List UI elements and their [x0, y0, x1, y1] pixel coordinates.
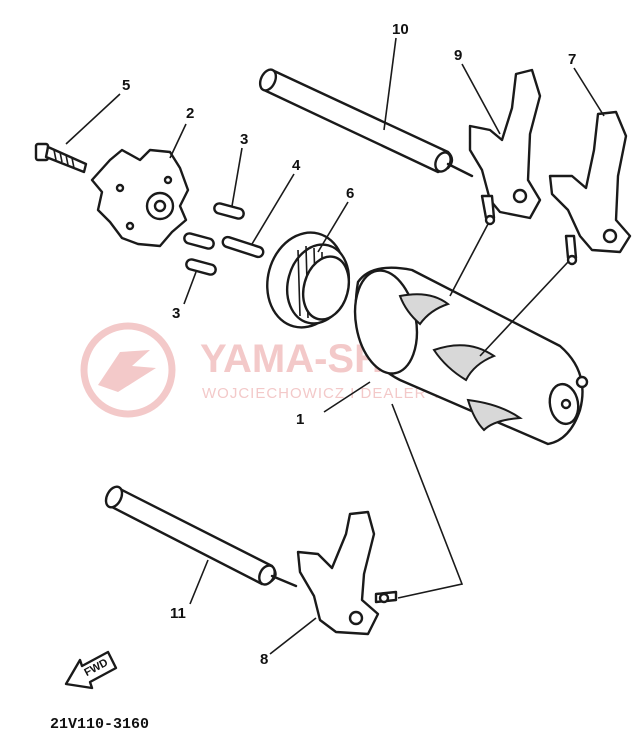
callout-6: 6: [346, 185, 354, 202]
callout-5: 5: [122, 77, 130, 94]
callout-3-upper: 3: [240, 131, 248, 148]
callout-4: 4: [292, 157, 301, 174]
needle-bearing: [266, 231, 351, 329]
callouts: 1 2 3 3 4 5 6 7 8 9 10 11: [122, 21, 576, 668]
segment-plate: [90, 148, 190, 248]
shift-fork-8: [296, 510, 398, 636]
callout-1: 1: [296, 411, 304, 428]
diagram-code: 21V110-3160: [50, 716, 149, 733]
callout-3-lower: 3: [172, 305, 180, 322]
dowel-pin-lower: [183, 232, 217, 276]
watermark-logo-icon: [80, 322, 176, 418]
callout-10: 10: [392, 21, 409, 38]
dowel-pin-upper: [213, 202, 245, 220]
shift-cam-drum: [353, 266, 589, 446]
callout-7: 7: [568, 51, 576, 68]
shift-fork-9: [468, 68, 542, 226]
shift-fork-shaft-upper: [258, 68, 474, 178]
fwd-arrow-icon: FWD: [64, 650, 118, 690]
callout-8: 8: [260, 651, 268, 668]
callout-11: 11: [170, 605, 186, 622]
callout-2: 2: [186, 105, 194, 122]
long-pin: [221, 235, 265, 259]
leader-lines: [65, 37, 605, 655]
shift-fork-7: [548, 110, 632, 266]
shift-fork-shaft-lower: [104, 485, 298, 588]
screw-bolt: [34, 142, 88, 174]
callout-9: 9: [454, 47, 462, 64]
